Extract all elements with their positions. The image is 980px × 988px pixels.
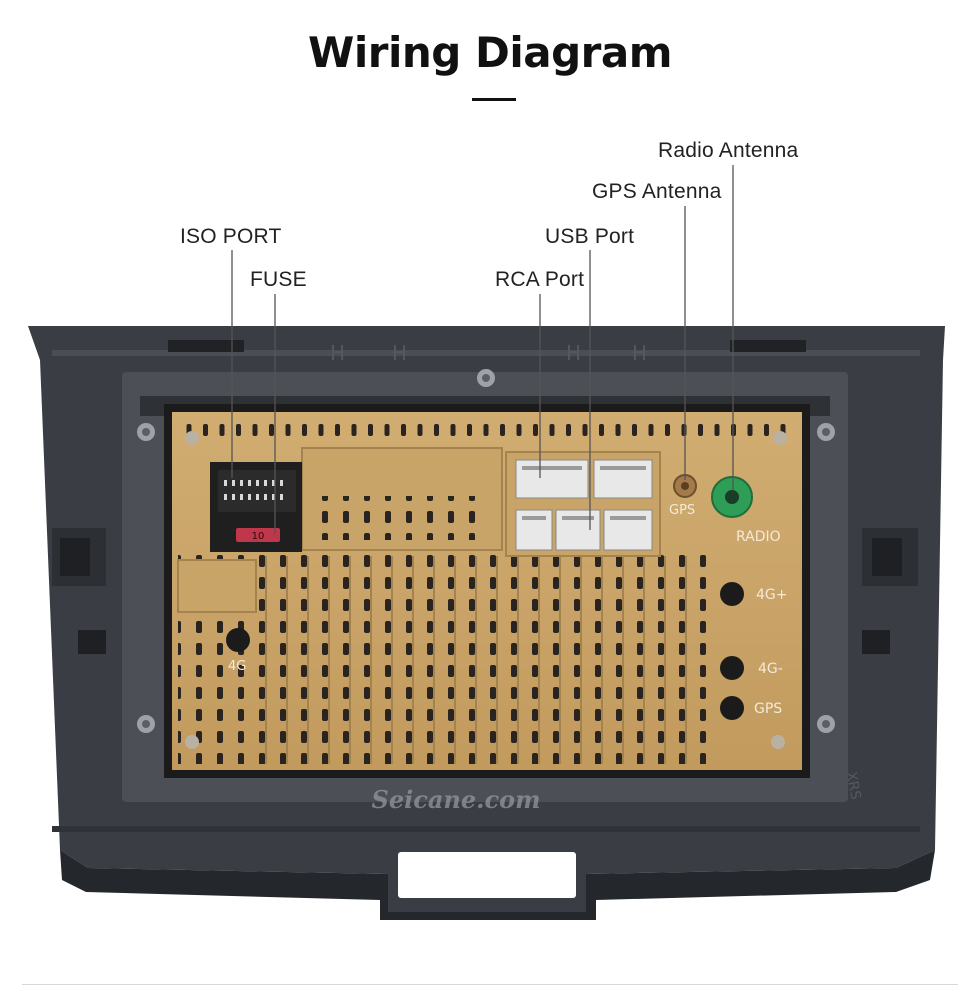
iso-port	[210, 462, 302, 552]
title-underline	[472, 98, 516, 101]
iso-port-label: ISO PORT	[180, 225, 282, 248]
page-title: Wiring Diagram	[308, 28, 672, 77]
gps-jack: GPS	[669, 474, 697, 518]
rca-port-label: RCA Port	[495, 268, 585, 291]
svg-text:H: H	[566, 341, 581, 365]
jack-4g-minus-label: 4G-	[758, 661, 783, 677]
radio-jack: RADIO	[711, 476, 781, 545]
svg-text:H: H	[330, 341, 345, 365]
right-jacks: 4G+ 4G- GPS	[720, 582, 788, 720]
fuse-label: FUSE	[250, 268, 307, 291]
radio-antenna-label: Radio Antenna	[658, 139, 799, 162]
leader-lines	[231, 165, 734, 534]
radio-jack-label: RADIO	[736, 529, 781, 545]
fuse: 10	[236, 528, 280, 542]
footer-divider	[22, 984, 958, 985]
gps-jack-label: GPS	[669, 503, 695, 518]
unit-housing	[164, 404, 810, 778]
jack-4g-label: 4G	[228, 659, 246, 674]
svg-text:H: H	[392, 341, 407, 365]
usb-port-label: USB Port	[545, 225, 635, 248]
fuse-rating: 10	[252, 531, 265, 542]
bottom-clip-opening	[398, 852, 576, 898]
jack-gps-label: GPS	[754, 701, 782, 717]
bracket-screws	[137, 369, 835, 733]
jack-4g-plus-label: 4G+	[756, 587, 788, 603]
svg-text:H: H	[632, 341, 647, 365]
left-4g-jack: 4G	[226, 628, 250, 674]
gps-antenna-label: GPS Antenna	[592, 180, 722, 203]
watermark: Seicane.com	[372, 785, 541, 814]
rca-usb-connector-block	[505, 451, 661, 557]
